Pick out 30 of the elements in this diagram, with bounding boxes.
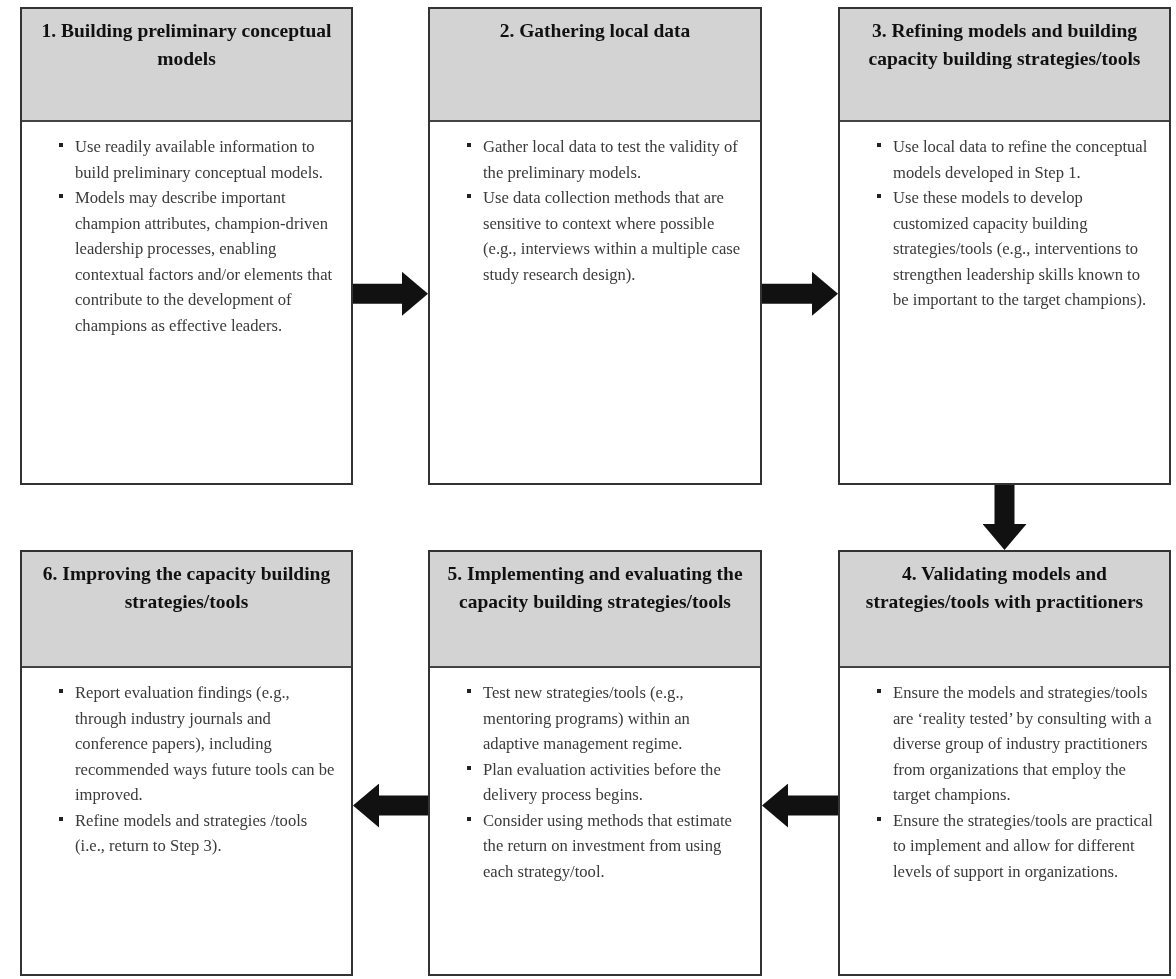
bullet-text: Use local data to refine the conceptual models developed in Step 1. [876,134,1159,185]
step-heading: 2. Gathering local data [430,9,760,122]
step-box [838,550,1171,976]
bullet-text: Use readily available information to build preliminary conceptual models. [58,134,341,185]
block-arrow [353,783,428,828]
bullet-text: Use data collection methods that are sensitive to context where possible (e.g., interviews within a multiple case study research design). [466,185,750,287]
bullet-text: Test new strategies/tools (e.g., mentoring programs) within an adaptive management regime. [466,680,750,757]
bullet-text: Ensure the strategies/tools are practical to implement and allow for different levels of support in organizations. [876,807,1159,884]
step-box [838,7,1171,485]
bullet-text: Consider using methods that estimate the return on investment from using each strategy/tool. [466,807,750,884]
step-box [428,550,762,976]
block-arrow [762,783,838,828]
bullet-text: Refine models and strategies /tools (i.e., return to Step 3). [58,807,341,859]
step-box [20,550,353,976]
block-arrow [762,271,838,316]
block-arrow [353,271,428,316]
step-heading: 5. Implementing and evaluating the capacity building strategies/tools [430,552,760,668]
bullet-text: Models may describe important champion attributes, champion-driven leadership processes, enabling contextual factors and/or elements that contribute to the development of champions as effective leaders. [58,185,341,338]
step-heading: 6. Improving the capacity building strategies/tools [22,552,351,668]
step-heading: 4. Validating models and strategies/tools with practitioners [840,552,1169,668]
block-arrow [982,485,1027,550]
step-box [20,7,353,485]
bullet-text: Report evaluation findings (e.g., through industry journals and conference papers), including recommended ways future tools can be improved. [58,680,341,808]
bullet-text: Plan evaluation activities before the delivery process begins. [466,756,750,808]
bullet-text: Ensure the models and strategies/tools are ‘reality tested’ by consulting with a diverse group of industry practitioners from organizations that employ the target champions. [876,680,1159,808]
step-heading: 1. Building preliminary conceptual models [22,9,351,122]
step-box [428,7,762,485]
bullet-text: Gather local data to test the validity of the preliminary models. [466,134,750,185]
bullet-text: Use these models to develop customized capacity building strategies/tools (e.g., interventions to strengthen leadership skills known to be important to the target champions). [876,185,1159,313]
step-heading: 3. Refining models and building capacity building strategies/tools [840,9,1169,122]
